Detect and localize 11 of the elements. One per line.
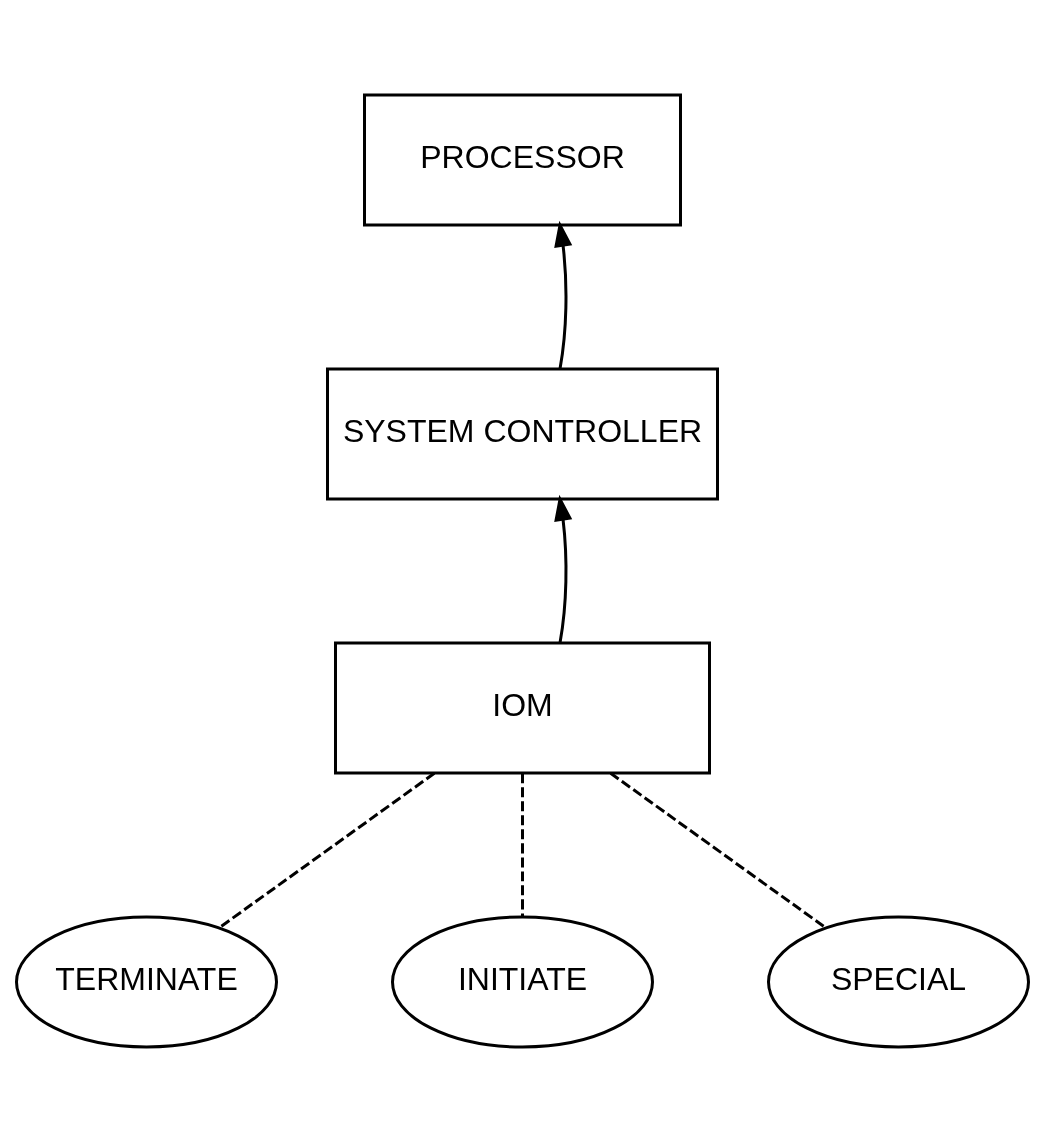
node-ellipse: TERMINATE [15, 915, 278, 1048]
arrow [554, 220, 573, 368]
node-ellipse: INITIATE [391, 915, 654, 1048]
connector [521, 772, 524, 916]
node-ellipse: SPECIAL [767, 915, 1030, 1048]
connector [609, 771, 827, 929]
node-box: PROCESSOR [363, 93, 682, 226]
connector [218, 771, 436, 929]
node-box: IOM [334, 641, 711, 774]
node-box: SYSTEM CONTROLLER [326, 367, 719, 500]
arrow [554, 494, 573, 642]
